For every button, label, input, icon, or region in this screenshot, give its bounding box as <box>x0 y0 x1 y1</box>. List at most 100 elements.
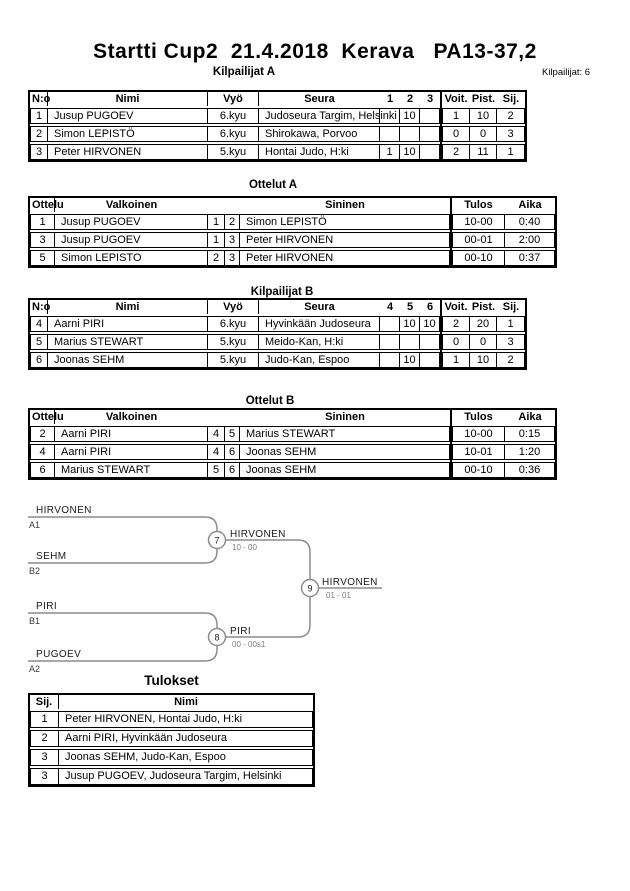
competitor-no: 4 <box>30 316 48 332</box>
wins-cell: 0 <box>442 334 470 350</box>
pool-a-row: 3 Peter HIRVONEN 5.kyu Hontai Judo, H:ki… <box>30 144 525 160</box>
match-number: 8 <box>214 633 219 643</box>
divider <box>450 410 452 478</box>
points-cell: 0 <box>470 334 497 350</box>
col-header-place: Sij. <box>30 695 59 709</box>
col-header-6: 6 <box>426 300 434 313</box>
competitor-name: Simon LEPISTÖ <box>48 126 208 142</box>
result-cell: 10-00 <box>452 426 505 442</box>
competitor-club: Judo-Kan, Espoo <box>259 352 380 368</box>
matches-a-row: 3 Jusup PUGOEV 1 3 Peter HIRVONEN 00-01 … <box>30 232 555 248</box>
matches-a-title: Ottelut A <box>248 179 298 191</box>
wins-cell: 0 <box>442 126 470 142</box>
pool-a-table: N:o Nimi Vyö Seura 1 2 3 Voit. Pist. Sij… <box>28 90 527 162</box>
results-row: 2 Aarni PIRI, Hyvinkään Judoseura <box>30 730 313 747</box>
white-name: Simon LEPISTO <box>55 250 208 266</box>
bracket-winner-name: PIRI <box>230 626 251 637</box>
wins-cell: 1 <box>442 352 470 368</box>
bracket-slot-name: HIRVONEN <box>36 505 92 516</box>
col-header-name: Nimi <box>174 695 198 708</box>
score-cell: 10 <box>400 108 420 124</box>
col-header-match: Ottelu <box>32 198 64 212</box>
score-cell: 10 <box>400 144 420 160</box>
col-header-4: 4 <box>386 300 394 313</box>
white-name: Aarni PIRI <box>55 426 208 442</box>
competitor-belt: 5.kyu <box>208 144 259 160</box>
score-cell <box>420 108 440 124</box>
matches-b-row: 6 Marius STEWART 5 6 Joonas SEHM 00-10 0… <box>30 462 555 478</box>
col-header-no: N:o <box>32 92 51 106</box>
competitor-belt: 6.kyu <box>208 108 259 124</box>
score-cell: 1 <box>380 144 400 160</box>
competitor-name: Marius STEWART <box>48 334 208 350</box>
points-cell: 20 <box>470 316 497 332</box>
score-cell <box>380 316 400 332</box>
divider <box>440 300 442 368</box>
matches-a-table: Ottelu Valkoinen Sininen Tulos Aika 1 Ju… <box>28 196 557 268</box>
matches-b-row: 2 Aarni PIRI 4 5 Marius STEWART 10-00 0:… <box>30 426 555 442</box>
match-number-circle <box>300 578 320 598</box>
matches-a-row: 5 Simon LEPISTO 2 3 Peter HIRVONEN 00-10… <box>30 250 555 266</box>
col-header-name: Nimi <box>48 92 208 106</box>
col-header-match: Ottelu <box>32 410 64 424</box>
points-cell: 0 <box>470 126 497 142</box>
place-cell: 3 <box>30 749 59 766</box>
score-cell <box>420 334 440 350</box>
match-number: 7 <box>214 536 219 546</box>
points-cell: 11 <box>470 144 497 160</box>
time-cell: 1:20 <box>505 444 555 460</box>
points-cell: 10 <box>470 352 497 368</box>
match-number-circle <box>207 530 227 550</box>
blue-name: Joonas SEHM <box>240 462 450 478</box>
blue-no: 6 <box>225 444 240 460</box>
bracket-line <box>225 596 311 638</box>
bracket-winner-name: HIRVONEN <box>322 577 378 588</box>
blue-no: 3 <box>225 232 240 248</box>
place-cell: 1 <box>497 316 525 332</box>
result-name: Peter HIRVONEN, Hontai Judo, H:ki <box>59 711 313 728</box>
bracket-slot-name: PUGOEV <box>36 649 81 660</box>
time-cell: 0:15 <box>505 426 555 442</box>
white-name: Jusup PUGOEV <box>55 232 208 248</box>
blue-no: 2 <box>225 214 240 230</box>
wins-cell: 1 <box>442 108 470 124</box>
col-header-5: 5 <box>406 300 414 313</box>
pool-b-row: 6 Joonas SEHM 5.kyu Judo-Kan, Espoo 10 1… <box>30 352 525 368</box>
points-cell: 10 <box>470 108 497 124</box>
competitor-belt: 5.kyu <box>208 352 259 368</box>
place-cell: 3 <box>497 126 525 142</box>
competitors-count: Kilpailijat: 6 <box>542 67 591 78</box>
results-header-row: Sij. Nimi <box>30 695 313 709</box>
white-no: 4 <box>208 444 225 460</box>
white-name: Marius STEWART <box>55 462 208 478</box>
white-name: Aarni PIRI <box>55 444 208 460</box>
white-name: Jusup PUGOEV <box>55 214 208 230</box>
col-header-time: Aika <box>518 410 542 423</box>
pool-a-row: 1 Jusup PUGOEV 6.kyu Judoseura Targim, H… <box>30 108 525 124</box>
match-number: 9 <box>307 584 312 594</box>
result-name: Aarni PIRI, Hyvinkään Judoseura <box>59 730 313 747</box>
time-cell: 0:40 <box>505 214 555 230</box>
col-header-white: Valkoinen <box>105 410 158 423</box>
col-header-no: N:o <box>32 300 51 314</box>
score-cell: 10 <box>400 316 420 332</box>
competitor-no: 1 <box>30 108 48 124</box>
result-name: Jusup PUGOEV, Judoseura Targim, Helsinki <box>59 768 313 785</box>
blue-name: Peter HIRVONEN <box>240 232 450 248</box>
competitor-club: Meido-Kan, H:ki <box>259 334 380 350</box>
bracket-score: 00 - 00s1 <box>232 640 266 649</box>
time-cell: 0:37 <box>505 250 555 266</box>
col-header-white: Valkoinen <box>105 198 158 211</box>
match-no: 6 <box>30 462 55 478</box>
results-title: Tulokset <box>144 673 199 688</box>
col-header-belt: Vyö <box>208 92 259 106</box>
results-table: Sij. Nimi 1 Peter HIRVONEN, Hontai Judo,… <box>28 693 315 787</box>
divider <box>440 92 442 160</box>
competitor-belt: 6.kyu <box>208 126 259 142</box>
bracket-slot-name: PIRI <box>36 601 57 612</box>
competitor-belt: 6.kyu <box>208 316 259 332</box>
score-cell <box>380 108 400 124</box>
match-number-circle <box>207 627 227 647</box>
competitor-no: 2 <box>30 126 48 142</box>
